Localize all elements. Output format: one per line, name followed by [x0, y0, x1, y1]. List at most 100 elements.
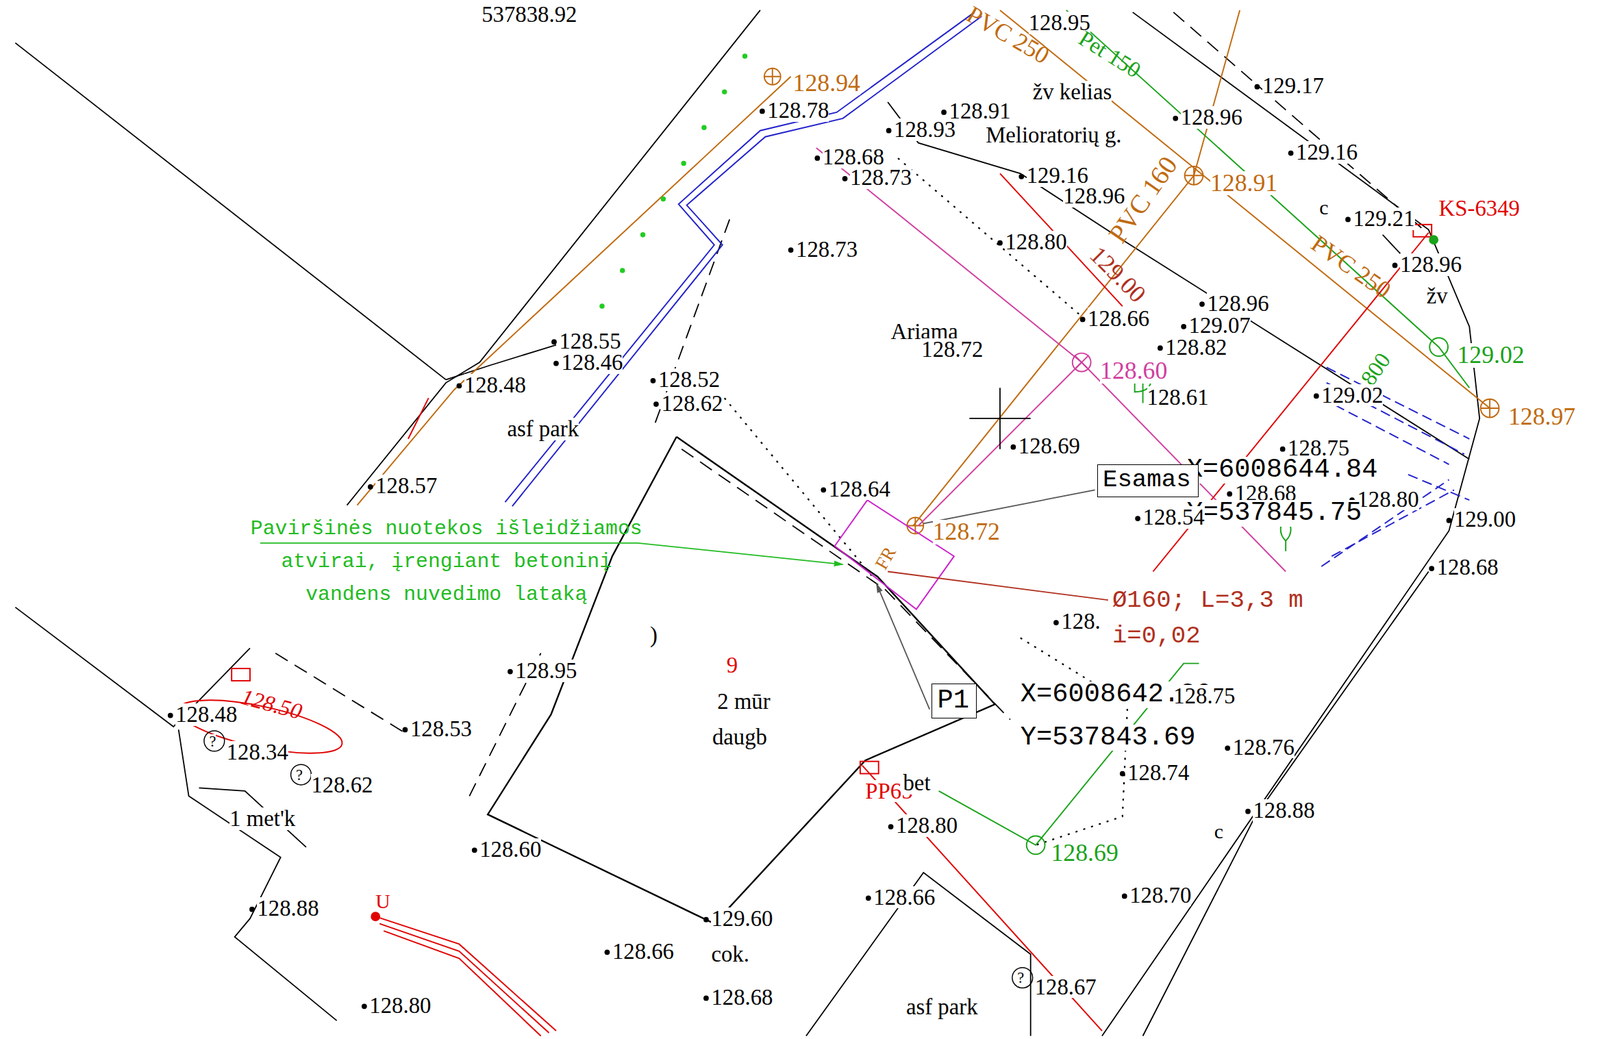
- elevation-label: 537838.92: [481, 3, 577, 27]
- elevation-label: 128.60: [479, 838, 542, 861]
- elevation-label: 128.62: [660, 392, 723, 416]
- green-dots: [599, 53, 748, 309]
- elevation-label: 128.80: [1356, 488, 1419, 511]
- survey-point: [1134, 515, 1141, 522]
- survey-point: [1226, 491, 1233, 497]
- survey-point: [249, 906, 255, 913]
- elevation-label: 128.72: [921, 338, 983, 361]
- map-label: ): [650, 623, 658, 647]
- elevation-label: 128.67: [1034, 976, 1097, 999]
- elevation-label: 128.97: [1508, 404, 1576, 430]
- map-label: U: [375, 891, 391, 912]
- survey-point: [1053, 619, 1059, 626]
- elevation-label: 128.75: [1173, 684, 1235, 708]
- survey-point: [1254, 84, 1261, 90]
- survey-point: [888, 823, 894, 830]
- elevation-label: 128.80: [369, 994, 431, 1018]
- elevation-label: 128.76: [1232, 736, 1295, 759]
- survey-point: [759, 108, 766, 115]
- survey-point: [1080, 317, 1086, 323]
- map-label: KS-6349: [1439, 197, 1520, 220]
- elevation-label: 9: [726, 654, 738, 677]
- elevation-label: 128.96: [1180, 106, 1243, 129]
- elevation-label: 129.16: [1295, 141, 1358, 164]
- map-label: asf park: [506, 417, 579, 441]
- survey-point: [1280, 446, 1286, 453]
- elevation-label: 129.00: [1454, 508, 1516, 531]
- survey-point: [1199, 301, 1205, 307]
- map-label: ?: [1017, 970, 1024, 986]
- survey-point: [1446, 517, 1453, 524]
- map-label: Ø160; L=3,3 m: [1112, 588, 1304, 614]
- survey-point: [703, 995, 709, 1002]
- elevation-label: 128.68: [1436, 556, 1499, 579]
- elevation-label: 128.74: [1127, 761, 1190, 785]
- elevation-label: 128.95: [515, 659, 577, 683]
- survey-point: [167, 713, 174, 719]
- tag-text: Esamas: [1102, 467, 1193, 493]
- survey-point: [551, 339, 557, 345]
- map-label: Y=537845.75: [1186, 500, 1363, 527]
- elevation-label: 128.91: [949, 100, 1011, 123]
- elevation-label: 128.52: [658, 368, 720, 392]
- map-label: cok.: [710, 943, 750, 966]
- orange-pipes: [356, 10, 1499, 534]
- elevation-label: 128.88: [1252, 799, 1315, 822]
- elevation-label: 128.80: [895, 814, 958, 837]
- elevation-label: 1 met'k: [229, 807, 296, 831]
- survey-point: [653, 401, 659, 407]
- elevation-label: 128.50: [239, 685, 305, 724]
- elevation-label: 2 mūr: [717, 690, 770, 714]
- map-label: FR: [871, 543, 900, 573]
- map-label: Pet 150: [1074, 26, 1145, 82]
- survey-point: [402, 727, 409, 733]
- dashed-lines: [275, 12, 1424, 796]
- survey-point: [1010, 444, 1016, 450]
- green-pipes: [939, 10, 1470, 855]
- survey-point: [865, 895, 872, 901]
- elevation-label: 128.53: [410, 717, 472, 741]
- map-label: bet: [902, 771, 931, 795]
- survey-point: [361, 1003, 368, 1009]
- question-circles: [204, 730, 1033, 989]
- survey-point: [507, 669, 514, 675]
- survey-point: [1172, 115, 1179, 122]
- elevation-label: 128.48: [175, 703, 237, 727]
- elevation-label: 128.64: [828, 478, 891, 501]
- survey-point: [604, 949, 611, 955]
- elevation-label: 128.94: [793, 71, 861, 96]
- coordinate-tag: Esamas: [1097, 464, 1199, 498]
- map-label: X=6008644.84: [1186, 456, 1379, 484]
- survey-point: [1018, 173, 1024, 180]
- elevation-label: 128.96: [1400, 253, 1462, 277]
- survey-point: [1428, 565, 1435, 572]
- elevation-label: 128.70: [1129, 884, 1192, 907]
- elevation-label: 128.62: [310, 773, 373, 797]
- map-label: žv kelias: [1032, 80, 1113, 104]
- survey-point: [1288, 150, 1294, 157]
- survey-point: [1119, 771, 1126, 777]
- elevation-label: 128.69: [1018, 434, 1081, 458]
- survey-point: [1345, 217, 1351, 223]
- coordinate-tag: P1: [931, 683, 977, 719]
- survey-point: [367, 484, 374, 490]
- survey-point: [1392, 263, 1398, 269]
- elevation-label: 128.88: [256, 897, 319, 920]
- elevation-label: 129.02: [1321, 384, 1383, 407]
- survey-point: [941, 109, 947, 116]
- map-label: PVC 250: [1306, 230, 1396, 303]
- map-label: Y=537843.69: [1020, 724, 1196, 752]
- survey-point: [1157, 345, 1164, 351]
- elevation-label: 128.61: [1147, 386, 1209, 409]
- elevation-label: 128.48: [464, 373, 527, 397]
- red-lines: [173, 173, 1438, 1036]
- elevation-label: 129.17: [1262, 74, 1324, 98]
- map-label: c: [1319, 197, 1329, 218]
- elevation-label: 128.66: [612, 940, 674, 964]
- elevation-label: 128.54: [1143, 506, 1205, 529]
- survey-points: [167, 84, 1452, 1009]
- elevation-label: 129.60: [710, 907, 773, 931]
- elevation-label: 128.72: [932, 519, 1000, 545]
- survey-point: [1313, 393, 1320, 399]
- survey-point: [788, 247, 794, 253]
